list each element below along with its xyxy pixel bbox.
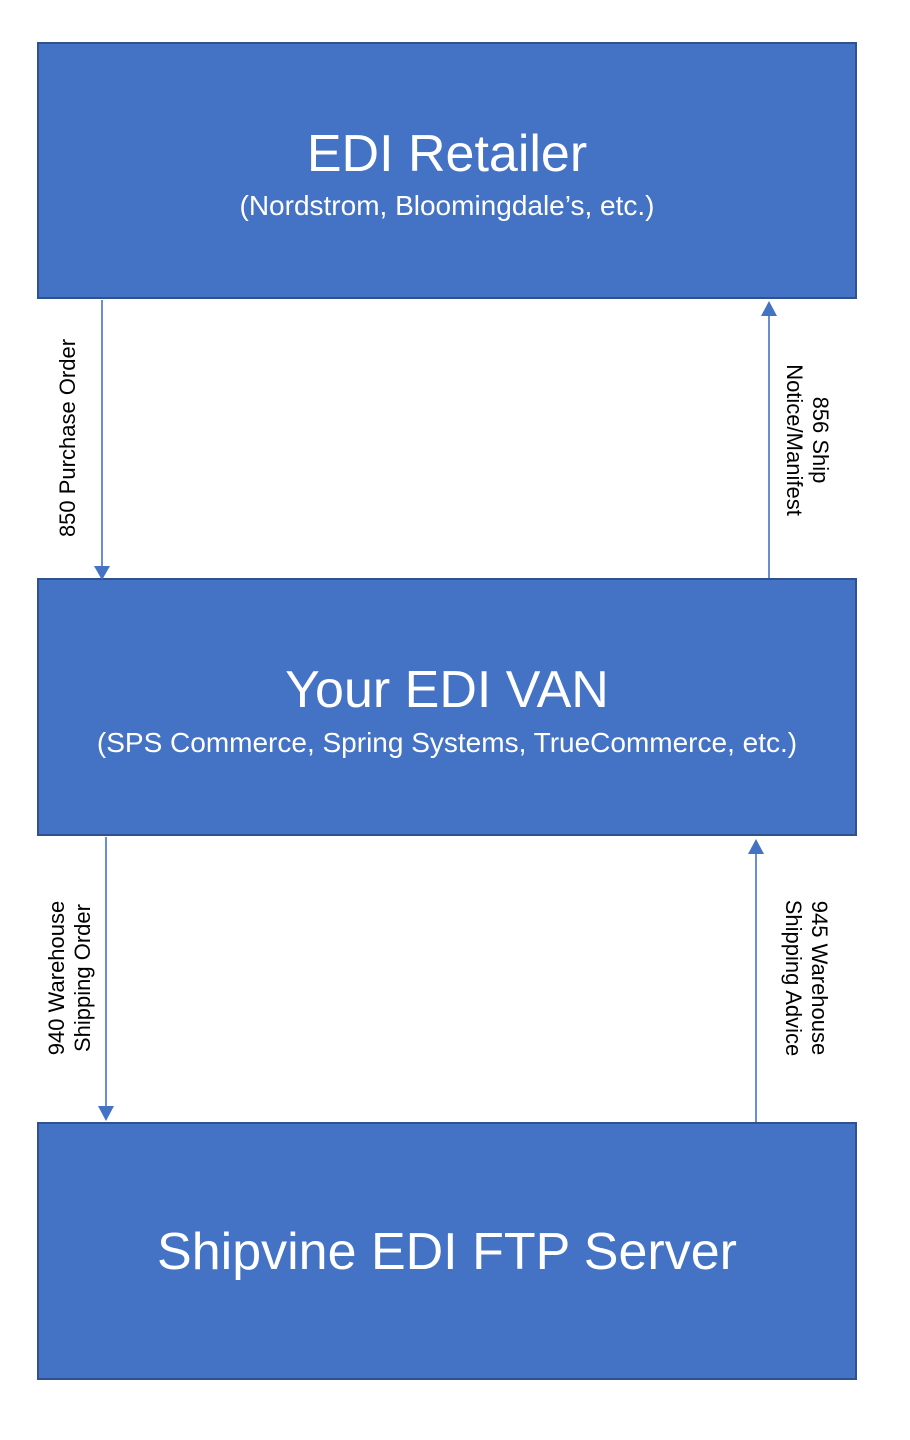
label-940-line1: 940 Warehouse: [44, 900, 69, 1056]
edi-van-title: Your EDI VAN: [285, 661, 609, 719]
shipvine-ftp-title: Shipvine EDI FTP Server: [157, 1223, 737, 1281]
edi-van-box: Your EDI VAN (SPS Commerce, Spring Syste…: [37, 578, 857, 836]
label-850-line1: 850 Purchase Order: [55, 338, 80, 538]
label-945-shipping-advice: 945 Warehouse Shipping Advice: [780, 900, 832, 1057]
edi-retailer-subtitle: (Nordstrom, Bloomingdale’s, etc.): [239, 190, 655, 221]
label-945-line2: Shipping Advice: [781, 899, 806, 1057]
label-856-line1: 856 Ship: [808, 396, 833, 484]
arrow-940-head: [98, 1106, 114, 1121]
label-850-purchase-order: 850 Purchase Order: [55, 339, 81, 537]
edi-van-subtitle: (SPS Commerce, Spring Systems, TrueComme…: [96, 727, 798, 758]
label-856-line2: Notice/Manifest: [782, 364, 807, 516]
arrow-856-head: [761, 301, 777, 316]
label-945-line1: 945 Warehouse: [807, 900, 832, 1056]
label-856-ship-notice: 856 Ship Notice/Manifest: [781, 364, 833, 516]
label-940-shipping-order: 940 Warehouse Shipping Order: [44, 901, 96, 1056]
label-940-line2: Shipping Order: [70, 904, 95, 1052]
edi-retailer-box: EDI Retailer (Nordstrom, Bloomingdale’s,…: [37, 42, 857, 299]
edi-retailer-title: EDI Retailer: [306, 125, 588, 183]
shipvine-ftp-box: Shipvine EDI FTP Server: [37, 1122, 857, 1380]
arrow-945-head: [748, 839, 764, 854]
